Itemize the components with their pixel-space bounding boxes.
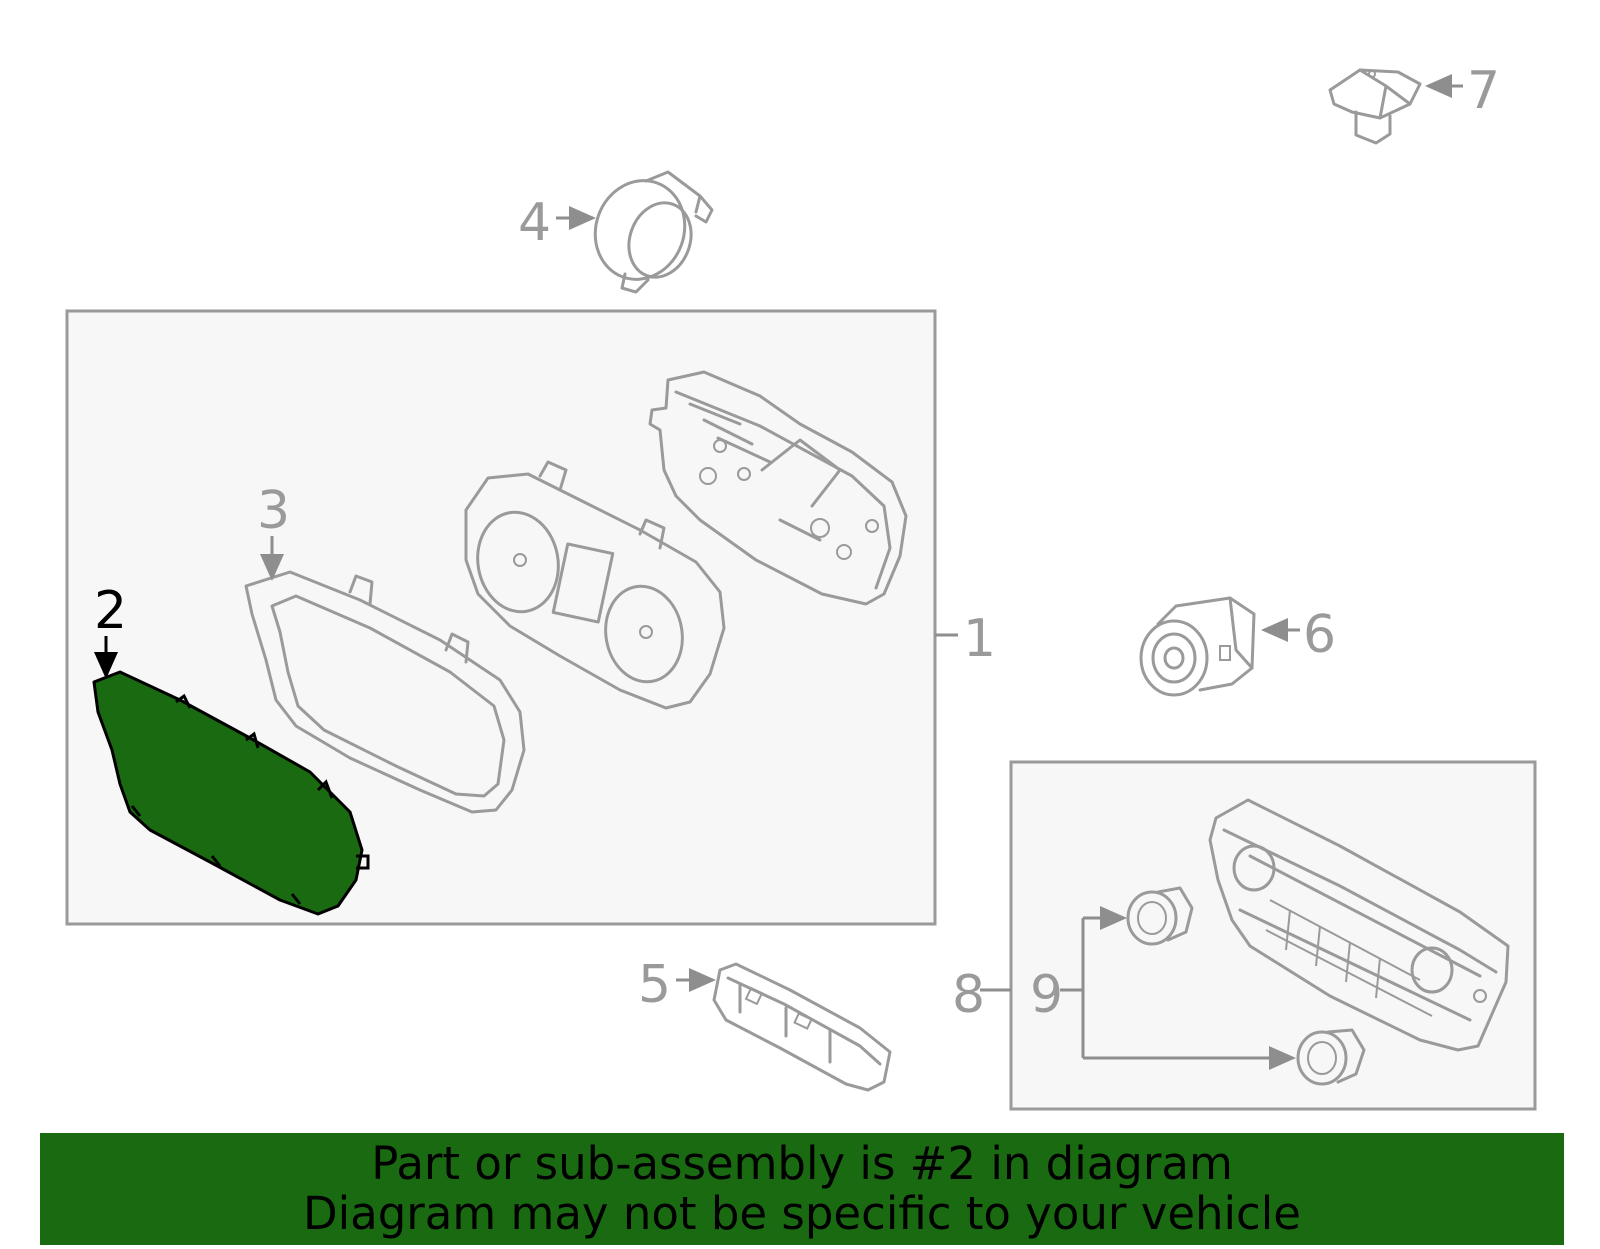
callout-3: 3	[257, 481, 290, 541]
callout-1: 1	[963, 609, 996, 669]
cluster-back-housing	[648, 370, 908, 606]
callout-7: 7	[1467, 61, 1500, 121]
info-banner: Part or sub-assembly is #2 in diagram Di…	[40, 1133, 1564, 1245]
callout-5: 5	[638, 955, 671, 1015]
cluster-gauge-face	[464, 460, 726, 710]
part-3-frame[interactable]	[244, 570, 526, 814]
callout-6: 6	[1303, 605, 1336, 665]
part-7-cap[interactable]	[1328, 68, 1422, 145]
part-2-lens[interactable]	[92, 670, 370, 916]
callout-2: 2	[94, 581, 127, 641]
part-9-knob-lower[interactable]	[1296, 1028, 1366, 1086]
banner-line-1: Part or sub-assembly is #2 in diagram	[371, 1137, 1233, 1190]
leader-9	[1060, 906, 1296, 1070]
banner-line-2: Diagram may not be specific to your vehi…	[303, 1187, 1301, 1240]
part-4-ring[interactable]	[582, 168, 714, 294]
callout-4: 4	[518, 193, 551, 253]
callout-8: 8	[952, 965, 985, 1025]
callout-9: 9	[1030, 965, 1063, 1025]
part-9-knob-upper[interactable]	[1126, 886, 1194, 946]
part-5-switch-panel[interactable]	[712, 962, 892, 1092]
part-6-switch[interactable]	[1139, 596, 1256, 697]
part-8-climate-panel[interactable]	[1208, 798, 1510, 1052]
